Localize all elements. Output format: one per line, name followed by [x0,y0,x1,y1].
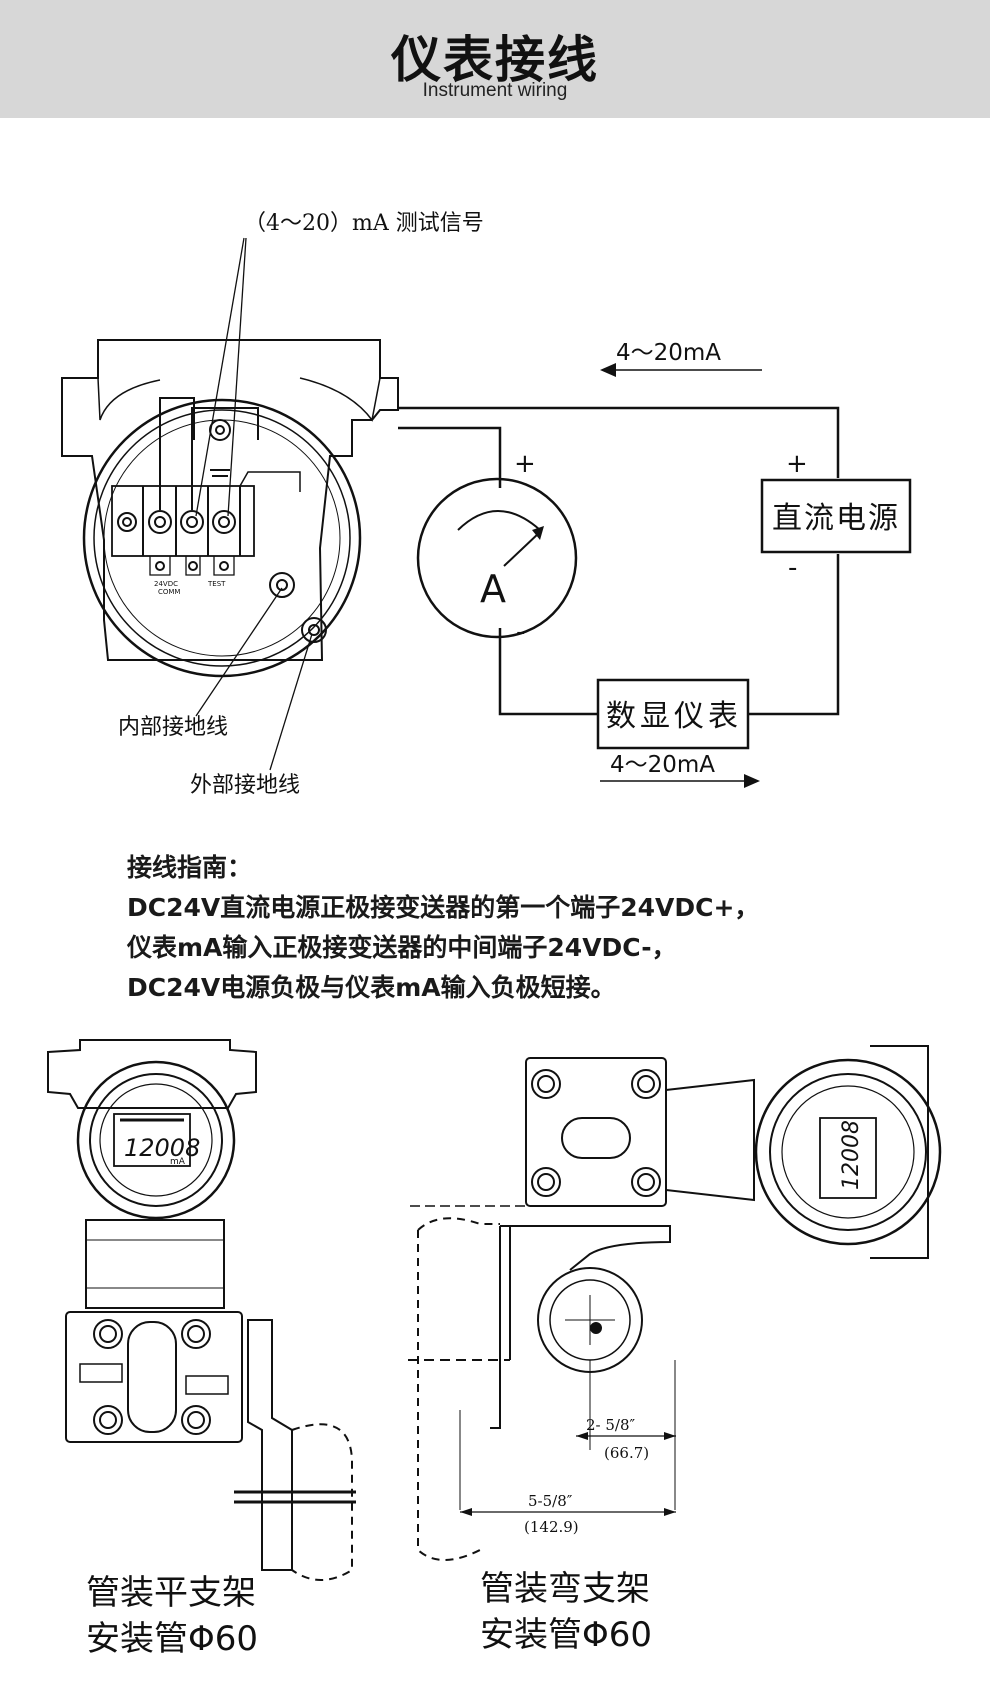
internal-ground-label: 内部接地线 [118,715,228,740]
bent-bracket-transmitter [408,1045,942,1561]
current-bottom-label: 4～20mA [610,752,715,778]
power-minus: - [788,553,797,583]
power-plus: + [786,449,808,479]
right-caption-line-2: 安装管Φ60 [480,1615,653,1655]
guide-heading: 接线指南： [127,853,253,882]
dim2-label: 5-5/8″ [528,1492,573,1510]
left-caption: 管装平支架 安装管Φ60 [86,1570,258,1662]
right-caption-line-1: 管装弯支架 [480,1569,650,1609]
right-lcd-value: 12008 [839,1120,864,1190]
terminal-comm-label: COMM [158,588,180,596]
left-caption-line-1: 管装平支架 [86,1573,256,1613]
ammeter-minus: - [516,617,525,647]
test-signal-label: （4～20）mA 测试信号 [244,211,484,236]
flat-bracket-transmitter [47,1039,356,1581]
power-supply-label: 直流电源 [772,501,900,536]
guide-line-2: 仪表mA输入正极接变送器的中间端子24VDC-， [127,933,677,962]
page-subtitle: Instrument wiring [422,80,568,101]
terminal-screws [117,510,236,534]
guide-line-3: DC24V电源负极与仪表mA输入负极短接。 [127,973,616,1002]
wiring-guide: 接线指南： DC24V直流电源正极接变送器的第一个端子24VDC+， 仪表mA输… [127,848,887,1008]
right-lcd [819,1117,877,1199]
left-lcd [113,1113,191,1167]
header-bar: 仪表接线 Instrument wiring [0,0,990,118]
terminal-test-label: TEST [207,580,226,588]
mounting-drawings: 12008 mA 2- 5/8″ (66.7) 5-5/8″ (142.9) [47,1039,942,1581]
left-lcd-value: 12008 [124,1134,200,1162]
ammeter [416,477,578,639]
dim2-value: (142.9) [524,1518,579,1536]
ammeter-plus: + [514,449,536,479]
dim1-value: (66.7) [604,1444,649,1462]
right-caption: 管装弯支架 安装管Φ60 [480,1566,652,1658]
guide-line-1: DC24V直流电源正极接变送器的第一个端子24VDC+， [127,893,760,922]
ammeter-symbol: A [480,567,506,611]
left-caption-line-2: 安装管Φ60 [86,1619,259,1659]
wiring-diagram: 24VDC COMM TEST （4～20）mA 测试信号 内部接地线 外部接地… [61,211,912,798]
left-lcd-unit: mA [170,1157,186,1167]
dim1-label: 2- 5/8″ [586,1416,636,1434]
power-supply-box [760,478,912,554]
transmitter-housing [61,339,399,678]
display-meter-label: 数显仪表 [606,699,742,734]
terminal-24vdc-label: 24VDC [154,580,178,588]
page-title: 仪表接线 [391,31,599,89]
circuit-wires [398,406,840,716]
external-ground-label: 外部接地线 [190,773,300,798]
display-meter-box [596,678,750,750]
current-top-label: 4～20mA [616,340,721,366]
